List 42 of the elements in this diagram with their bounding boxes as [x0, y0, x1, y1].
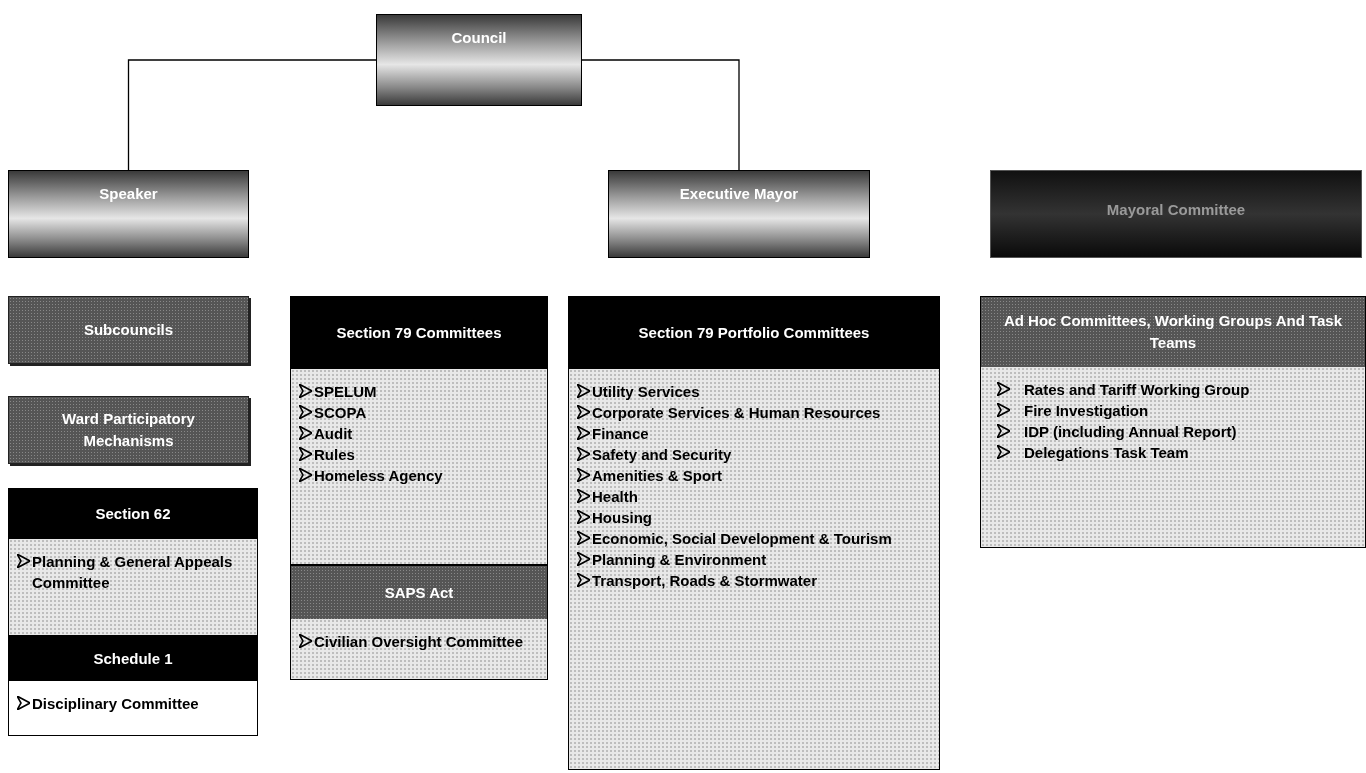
org-box: Mayoral Committee — [990, 170, 1362, 258]
panel-header: Section 79 Committees — [291, 297, 547, 369]
list-item-text: Fire Investigation — [1024, 401, 1149, 421]
list-item-text: Amenities & Sport — [592, 466, 723, 486]
list-item-text: Transport, Roads & Stormwater — [592, 571, 818, 591]
committee-panel — [290, 296, 548, 565]
org-box: Ward Participatory Mechanisms — [8, 396, 249, 464]
panel-header: SAPS Act — [291, 566, 547, 619]
connector-line — [581, 59, 740, 171]
panel-header: Ad Hoc Committees, Working Groups And Task Teams — [981, 297, 1365, 367]
list-item-text: IDP (including Annual Report) — [1024, 422, 1237, 442]
list-item-text: Rates and Tariff Working Group — [1024, 380, 1250, 400]
list-item-text: Audit — [314, 424, 353, 444]
list-item-text: Delegations Task Team — [1024, 443, 1189, 463]
list-item-text: Health — [592, 487, 638, 507]
list-item-text: Disciplinary Committee — [32, 694, 199, 714]
panel-header: Schedule 1 — [9, 637, 257, 681]
org-box: Speaker — [8, 170, 249, 258]
list-item-text: Planning & General Appeals Committee — [32, 552, 234, 593]
list-item-text: Homeless Agency — [314, 466, 443, 486]
committee-panel — [568, 296, 940, 770]
list-item-text: SCOPA — [314, 403, 367, 423]
committee-panel — [8, 636, 258, 736]
panel-header: Section 79 Portfolio Committees — [569, 297, 939, 369]
list-item-text: Corporate Services & Human Resources — [592, 403, 881, 423]
list-item-text: Rules — [314, 445, 355, 465]
connector-line — [127, 59, 377, 171]
list-item-text: Economic, Social Development & Tourism — [592, 529, 892, 549]
list-item-text: Planning & Environment — [592, 550, 767, 570]
list-item-text: Housing — [592, 508, 652, 528]
list-item-text: Safety and Security — [592, 445, 732, 465]
list-item-text: Civilian Oversight Committee — [314, 632, 524, 652]
list-item-text: SPELUM — [314, 382, 377, 402]
panel-header: Section 62 — [9, 489, 257, 539]
org-box: Subcouncils — [8, 296, 249, 364]
list-item-text: Utility Services — [592, 382, 700, 402]
org-box: Executive Mayor — [608, 170, 870, 258]
committee-panel — [980, 296, 1366, 548]
list-item-text: Finance — [592, 424, 649, 444]
org-box: Council — [376, 14, 582, 106]
committee-panel — [290, 565, 548, 680]
committee-panel — [8, 488, 258, 636]
